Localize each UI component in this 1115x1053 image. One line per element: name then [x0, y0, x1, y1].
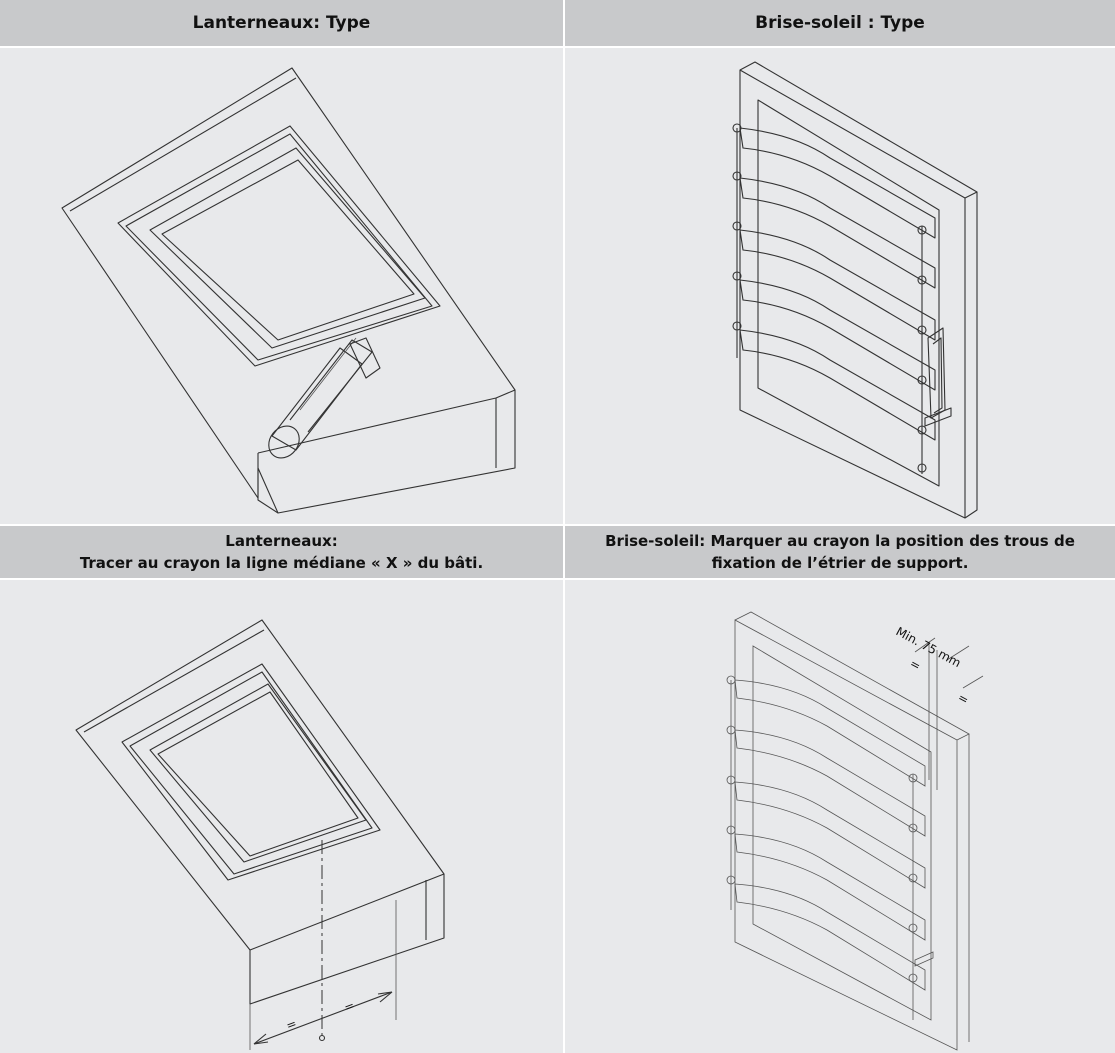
skylight-centerline-drawing: = =	[75, 619, 445, 1050]
equal-mark: =	[956, 690, 971, 707]
skylight-type-panel	[0, 48, 563, 524]
louvre-marking-panel: Min. 75 mm = =	[565, 580, 1115, 1053]
louvre-blades	[734, 679, 926, 991]
panel-title-line1: Lanterneaux:	[225, 532, 338, 550]
panel-header-skylight-step: Lanterneaux: Tracer au crayon la ligne m…	[0, 526, 563, 578]
panel-title: Brise-soleil : Type	[755, 13, 925, 33]
skylight-actuator-drawing	[61, 67, 516, 514]
louvre-blades	[739, 127, 936, 441]
panel-title: Lanterneaux: Type	[192, 13, 371, 33]
panel-header-louvre-step: Brise-soleil: Marquer au crayon la posit…	[565, 526, 1115, 578]
panel-title-line2: Tracer au crayon la ligne médiane « X » …	[79, 554, 484, 572]
equal-mark: =	[908, 656, 923, 673]
louvre-actuator-drawing	[732, 61, 978, 519]
louvre-bracket-position-drawing: Min. 75 mm = =	[726, 611, 984, 1051]
panel-title-line2: fixation de l’étrier de support.	[711, 554, 969, 572]
panel-title-line1: Brise-soleil: Marquer au crayon la posit…	[605, 532, 1075, 550]
panel-header-skylight-type: Lanterneaux: Type	[0, 0, 563, 46]
equal-mark: =	[284, 1016, 298, 1033]
equal-mark: =	[342, 998, 356, 1015]
louvre-type-panel	[565, 48, 1115, 524]
skylight-marking-panel: = =	[0, 580, 563, 1053]
min-distance-label: Min. 75 mm	[894, 624, 964, 670]
panel-header-louvre-type: Brise-soleil : Type	[565, 0, 1115, 46]
